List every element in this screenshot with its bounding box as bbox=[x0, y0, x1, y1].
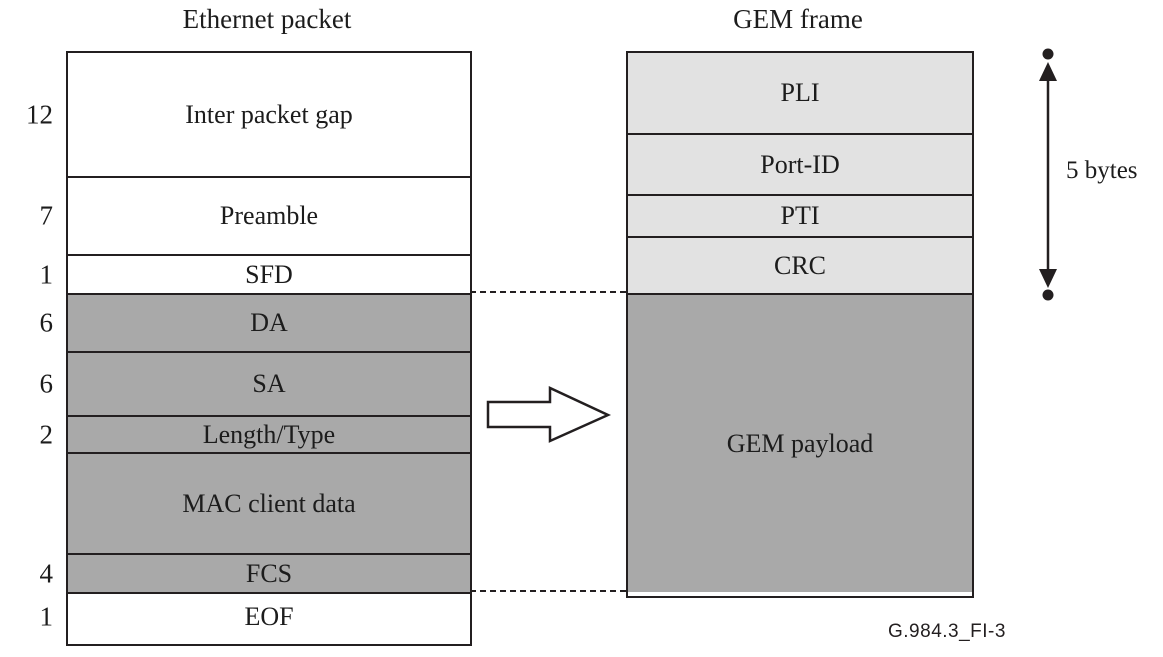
byte-count-da: 6 bbox=[39, 307, 54, 338]
five-byte-span-arrow-icon bbox=[1039, 48, 1057, 301]
gem-row-label: Port-ID bbox=[760, 149, 840, 179]
eth-row-label: EOF bbox=[244, 602, 294, 631]
eth-row-label: Length/Type bbox=[202, 419, 336, 449]
byte-count-sfd: 1 bbox=[39, 259, 54, 289]
gem-row-crc: CRC bbox=[628, 236, 972, 293]
eth-row-label: SA bbox=[252, 369, 286, 398]
eth-row-label: SFD bbox=[245, 259, 293, 289]
eth-row-preamble: 7 Preamble bbox=[40, 176, 470, 254]
dashed-connector-header-boundary bbox=[470, 291, 626, 293]
eth-row-da: 6 DA bbox=[40, 293, 470, 351]
byte-count-sa: 6 bbox=[39, 368, 54, 399]
gem-row-port-id: Port-ID bbox=[628, 133, 972, 194]
eth-row-label: MAC client data bbox=[182, 488, 356, 518]
eth-row-label: FCS bbox=[245, 558, 293, 588]
gem-row-payload: GEM payload bbox=[628, 293, 972, 592]
gem-row-label: CRC bbox=[773, 250, 827, 280]
eth-row-label: Preamble bbox=[219, 201, 319, 230]
byte-count-preamble: 7 bbox=[39, 200, 54, 231]
dashed-connector-payload-end bbox=[470, 590, 626, 592]
eth-row-inter-packet-gap: 12 Inter packet gap bbox=[26, 53, 470, 176]
byte-count-inter-packet-gap: 12 bbox=[26, 99, 53, 129]
byte-count-length-type: 2 bbox=[39, 419, 54, 449]
eth-row-mac-client-data: MAC client data bbox=[68, 452, 470, 553]
ethernet-packet-title: Ethernet packet bbox=[182, 4, 352, 34]
gem-row-pti: PTI bbox=[628, 194, 972, 236]
gem-row-label: GEM payload bbox=[726, 428, 874, 458]
eth-row-label: Inter packet gap bbox=[185, 99, 353, 129]
gem-row-label: PTI bbox=[780, 201, 820, 230]
eth-row-sa: 6 SA bbox=[40, 351, 470, 415]
byte-count-eof: 1 bbox=[39, 601, 54, 632]
eth-row-label: DA bbox=[250, 308, 288, 337]
mapping-arrow-icon bbox=[486, 386, 612, 443]
eth-row-length-type: 2 Length/Type bbox=[40, 415, 470, 452]
byte-count-fcs: 4 bbox=[39, 558, 54, 588]
eth-row-sfd: 1 SFD bbox=[40, 254, 470, 293]
eth-row-eof: 1 EOF bbox=[40, 592, 470, 640]
gem-row-label: PLI bbox=[780, 78, 820, 107]
five-bytes-label: 5 bytes bbox=[1066, 157, 1138, 184]
eth-row-fcs: 4 FCS bbox=[40, 553, 470, 592]
gem-row-pli: PLI bbox=[628, 53, 972, 133]
gem-frame-box: PLI Port-ID PTI CRC GEM payload bbox=[626, 51, 974, 598]
figure-number-caption: G.984.3_FI-3 bbox=[888, 621, 1006, 642]
ethernet-packet-box: 12 Inter packet gap 7 Preamble 1 SFD 6 D… bbox=[26, 51, 472, 646]
gem-frame-title: GEM frame bbox=[733, 4, 863, 34]
